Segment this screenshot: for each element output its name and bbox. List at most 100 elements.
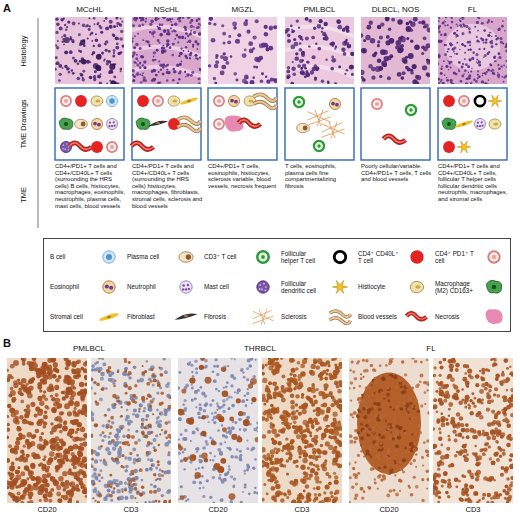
legend-label: Histiocyte (358, 283, 402, 290)
legend-symbol (325, 275, 355, 299)
Tfh-icon (334, 251, 345, 262)
legend-symbol (94, 275, 124, 299)
legend-symbol (402, 245, 432, 269)
histology-panel: NScHL (132, 3, 201, 84)
legend-symbol (248, 305, 278, 329)
vessel-icon (238, 120, 260, 127)
histology-image (208, 17, 277, 84)
tme-drawing-box (131, 88, 201, 160)
ihc-panel: CD20 (178, 358, 258, 517)
legend-label: Fibroblast (127, 313, 171, 320)
panel-letter: B (3, 337, 17, 349)
micrograph-cells (433, 358, 513, 503)
row-label: TME (19, 162, 29, 228)
legend-box: B cellPlasma cellCD3⁺ T cellFollicular h… (43, 238, 511, 332)
histology-image (55, 17, 124, 84)
legend-entry: B cell (50, 243, 126, 271)
hist-icon (91, 96, 103, 106)
histology-image (285, 17, 354, 84)
micrograph-background (91, 358, 171, 503)
micrograph-background (262, 358, 342, 503)
mac-icon (136, 118, 150, 129)
stain-label: CD3 (262, 503, 342, 517)
T3-icon (257, 251, 268, 262)
legend-label: B cell (50, 253, 94, 260)
legend-symbol (479, 245, 509, 269)
eos-icon (329, 98, 340, 109)
legend-symbol (171, 305, 201, 329)
stromal-icon (180, 96, 199, 105)
histology-panel: DLBCL, NOS (361, 3, 430, 84)
mac-icon (59, 118, 73, 129)
group-heading: THRBCL (178, 345, 342, 354)
tme-drawings (55, 88, 507, 160)
vessel-icon (131, 143, 153, 150)
T40-icon (443, 141, 455, 153)
tme-description: CD4+/PD1+ T cells and CD4+/CD40L+ T cell… (55, 163, 126, 209)
legend-label: Stromal cell (50, 313, 94, 320)
tme-description: CD4+/PD1+ T cells, eosinophils, histiocy… (208, 163, 279, 189)
T40-icon (137, 95, 149, 107)
legend-symbol (248, 245, 278, 269)
plasma-icon (179, 252, 193, 262)
TPD1-icon (153, 96, 163, 106)
vessel-icon (69, 143, 91, 150)
legend-entry: Follicular helper T cell (281, 243, 357, 271)
fibrosis-icon (321, 122, 344, 139)
legend-label: CD4⁺ PD1⁺ T cell (435, 250, 479, 264)
T3-icon (406, 105, 416, 115)
histology-panel: MCcHL (55, 3, 124, 84)
legend-label: Follicular helper T cell (281, 250, 325, 264)
legend-entry: CD3⁺ T cell (204, 243, 280, 271)
eos-icon (91, 118, 102, 129)
legend-entry: Neutrophil (127, 273, 203, 301)
ihc-panel: CD20 (349, 358, 429, 517)
legend-symbol (325, 305, 355, 329)
legend-symbol (248, 275, 278, 299)
vessel-icon (407, 313, 427, 319)
micrograph-cells (285, 17, 354, 84)
group-heading: FL (349, 345, 513, 354)
neut-icon (106, 118, 117, 129)
fibrosis-icon (253, 309, 274, 324)
TPD1-icon (488, 251, 499, 262)
mast-icon (257, 281, 269, 293)
fibro-icon (175, 313, 198, 319)
row-divider (38, 18, 39, 228)
plasma-icon (75, 119, 88, 128)
micrograph-cells (208, 17, 277, 84)
stain-label: CD20 (7, 503, 87, 517)
micrograph-cells (262, 358, 342, 503)
eos-icon (103, 281, 115, 293)
stain-label: CD20 (178, 503, 258, 517)
legend-symbol (94, 245, 124, 269)
ihc-panel: CD3 (91, 358, 171, 517)
neut-icon (180, 281, 192, 293)
micrograph-background (208, 17, 277, 84)
T40-icon (91, 141, 103, 153)
TPD1-icon (214, 96, 224, 106)
legend-label: CD3⁺ T cell (204, 253, 248, 260)
legend-entry: CD4⁺ PD1⁺ T cell (435, 243, 511, 271)
neut-icon (474, 118, 485, 129)
ihc-image (433, 358, 513, 503)
histology-image (132, 17, 201, 84)
legend-label: Sclerosis (281, 313, 325, 320)
ihc-panel: CD3 (262, 358, 342, 517)
tme-description: CD4+/PD1+ T cells and CD4+/CD40L+ T cell… (132, 163, 203, 209)
micrograph-cells (7, 358, 87, 503)
histology-image (361, 17, 430, 84)
ihc-image (262, 358, 342, 503)
hist-icon (168, 96, 180, 106)
fdc-icon (488, 95, 502, 107)
micrograph-background (433, 358, 513, 503)
legend-label: Fibrosis (204, 313, 248, 320)
legend-entry: Follicular dendritic cell (281, 273, 357, 301)
legend-entry: Eosinophil (50, 273, 126, 301)
ihc-image (7, 358, 87, 503)
micrograph-cells (132, 17, 201, 84)
micrograph-background (285, 17, 354, 84)
legend-entry: Histiocyte (358, 273, 434, 301)
B-icon (103, 251, 115, 263)
